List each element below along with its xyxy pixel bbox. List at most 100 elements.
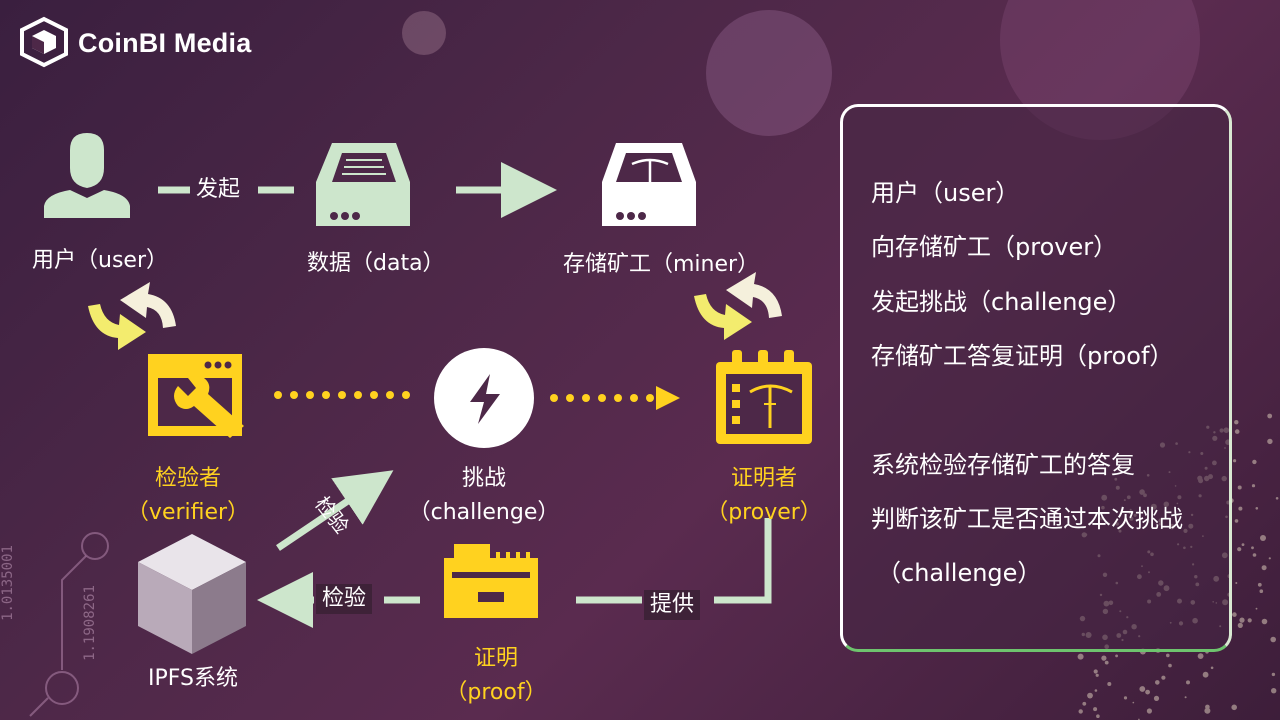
decor-dot	[1257, 582, 1262, 587]
dot	[370, 391, 378, 399]
dot	[354, 391, 362, 399]
dot	[386, 391, 394, 399]
decor-dot	[1096, 714, 1100, 718]
node-user-label: 用户（user）	[32, 248, 168, 273]
decor-dot	[1107, 682, 1112, 686]
decor-dot	[1132, 701, 1135, 704]
node-prover-label: 证明者 （prover）	[694, 460, 834, 526]
miner-box-icon	[602, 143, 696, 226]
decor-dot	[1238, 506, 1243, 511]
node-verifier-en: （verifier）	[126, 500, 250, 525]
edge-challenge-to-prover-head	[656, 386, 680, 410]
decor-dot	[1197, 653, 1204, 659]
panel-line-3: 发起挑战（challenge）	[871, 288, 1132, 316]
decor-dot	[1267, 413, 1273, 419]
decor-dot	[1232, 612, 1237, 617]
panel-line-7: （challenge）	[877, 559, 1042, 587]
decor-bubble-small	[402, 11, 446, 55]
decor-dot	[1255, 607, 1258, 610]
dot	[646, 394, 654, 402]
decor-dot	[1168, 663, 1172, 668]
edge-label-verify: 检验	[316, 584, 373, 614]
decor-dot	[1087, 692, 1093, 699]
decor-dot	[1251, 546, 1254, 550]
decor-dot	[1270, 636, 1276, 643]
decor-dot	[1234, 519, 1239, 523]
decor-dot	[1184, 696, 1187, 699]
decor-dot	[1241, 543, 1245, 546]
node-proof-en: （proof）	[445, 680, 547, 705]
edge-ipfs-to-challenge	[276, 470, 394, 551]
dot	[290, 391, 298, 399]
cube-icon	[138, 534, 246, 654]
decor-dot	[1261, 618, 1268, 625]
dot	[598, 394, 606, 402]
decor-dot	[1093, 707, 1098, 712]
panel-line-6: 判断该矿工是否通过本次挑战	[871, 505, 1183, 533]
decor-dot	[1094, 689, 1098, 692]
dot	[614, 394, 622, 402]
dot	[306, 391, 314, 399]
brand-logo-icon	[20, 16, 68, 68]
factory-icon	[444, 544, 538, 618]
decor-dot	[1155, 680, 1160, 685]
edge-prover-to-proof	[714, 518, 772, 604]
decor-dot	[1260, 535, 1266, 541]
decor-dot	[1237, 622, 1243, 628]
decor-dot	[1237, 547, 1242, 552]
decor-dot	[1251, 484, 1256, 488]
node-data-label: 数据（data）	[307, 251, 445, 276]
decor-dot	[1271, 688, 1277, 694]
node-ipfs-label: IPFS系统	[148, 666, 238, 691]
dot	[566, 394, 574, 402]
dot	[338, 391, 346, 399]
decor-dot	[1101, 655, 1107, 661]
decor-dot	[1233, 459, 1237, 463]
decor-dot	[1205, 704, 1210, 710]
decor-dot	[1267, 438, 1273, 445]
edge-label-initiate: 发起	[196, 177, 241, 202]
refresh-arrows-icon-right	[694, 272, 782, 340]
dot	[630, 394, 638, 402]
calendar-pickaxe-icon	[716, 350, 812, 444]
decor-dot	[1186, 680, 1190, 685]
decor-dot	[1234, 420, 1239, 425]
decor-dot	[1235, 582, 1238, 584]
decor-dot	[1275, 497, 1279, 500]
decor-dot	[1115, 654, 1118, 658]
decor-dot	[1268, 557, 1271, 560]
dot	[550, 394, 558, 402]
dot	[582, 394, 590, 402]
node-challenge-name: 挑战	[461, 466, 506, 491]
decor-dot	[1145, 689, 1150, 695]
edge-label-provide: 提供	[644, 590, 701, 620]
decor-bubble-large	[706, 10, 832, 136]
lightning-icon	[434, 348, 534, 448]
decor-dot	[1153, 695, 1160, 701]
decor-dot	[1082, 701, 1087, 706]
node-proof-label: 证明 （proof）	[426, 640, 566, 706]
dot	[322, 391, 330, 399]
diagram-canvas	[44, 133, 812, 654]
decor-dot	[1252, 553, 1257, 557]
decor-dot	[1077, 653, 1084, 660]
node-miner-label: 存储矿工（miner）	[563, 252, 760, 277]
decor-dot	[1231, 704, 1237, 711]
decor-circuit-lines	[29, 532, 109, 717]
node-prover-en: （prover）	[706, 500, 822, 525]
dot	[274, 391, 282, 399]
panel-line-5: 系统检验存储矿工的答复	[871, 451, 1135, 479]
decor-dot	[1204, 707, 1211, 714]
panel-line-1: 用户（user）	[871, 179, 1020, 207]
node-verifier-label: 检验者 （verifier）	[118, 460, 258, 526]
decor-dot	[1166, 653, 1170, 658]
decor-dot	[1271, 672, 1276, 677]
decor-dot	[1259, 589, 1264, 593]
decor-dot	[1202, 671, 1209, 678]
node-verifier-name: 检验者	[154, 466, 221, 491]
panel-line-4: 存储矿工答复证明（proof）	[871, 342, 1174, 370]
inbox-icon	[316, 143, 410, 226]
decor-dot	[1078, 709, 1083, 714]
decor-dot	[1161, 675, 1166, 680]
node-challenge-en: （challenge）	[408, 500, 560, 525]
